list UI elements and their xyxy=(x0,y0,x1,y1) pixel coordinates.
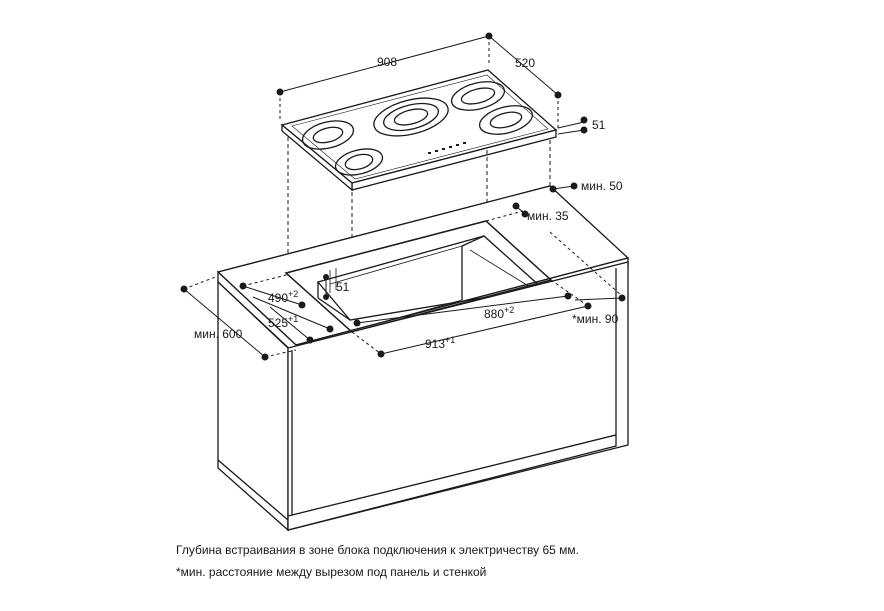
cutout-depth-label: 490+2 xyxy=(268,289,298,305)
outer-width-label: 913+1 xyxy=(425,335,455,351)
control-panel xyxy=(428,142,466,154)
min-600-label: мин. 600 xyxy=(194,327,243,341)
hob-inner-frame xyxy=(291,74,549,180)
dimension-lines xyxy=(180,32,626,361)
cooking-zone-rear-left xyxy=(301,120,355,150)
cooking-zone-front-right xyxy=(478,105,534,135)
hob-depth-label: 520 xyxy=(515,56,535,70)
cooking-zone-center xyxy=(373,97,449,137)
hob xyxy=(280,69,558,192)
hob-left-edge xyxy=(281,123,353,192)
wall-distance-note: *мин. расстояние между вырезом под панел… xyxy=(176,565,487,579)
cabinet-plinth xyxy=(287,434,617,531)
cooking-zone-front-left xyxy=(334,148,384,176)
outer-depth-label: 525+1 xyxy=(268,314,298,330)
cabinet xyxy=(217,261,629,532)
min-35-label: мин. 35 xyxy=(527,209,569,223)
cooking-zone-rear-right xyxy=(450,81,506,111)
cutout-width-label: 880+2 xyxy=(484,305,514,321)
hob-width-label: 908 xyxy=(377,55,397,69)
min-90-label: *мин. 90 xyxy=(572,312,619,326)
recess-depth-label: 51 xyxy=(336,280,350,294)
installation-depth-note: Глубина встраивания в зоне блока подключ… xyxy=(176,543,579,557)
hob-height-label: 51 xyxy=(592,118,606,132)
min-50-label: мин. 50 xyxy=(581,179,623,193)
